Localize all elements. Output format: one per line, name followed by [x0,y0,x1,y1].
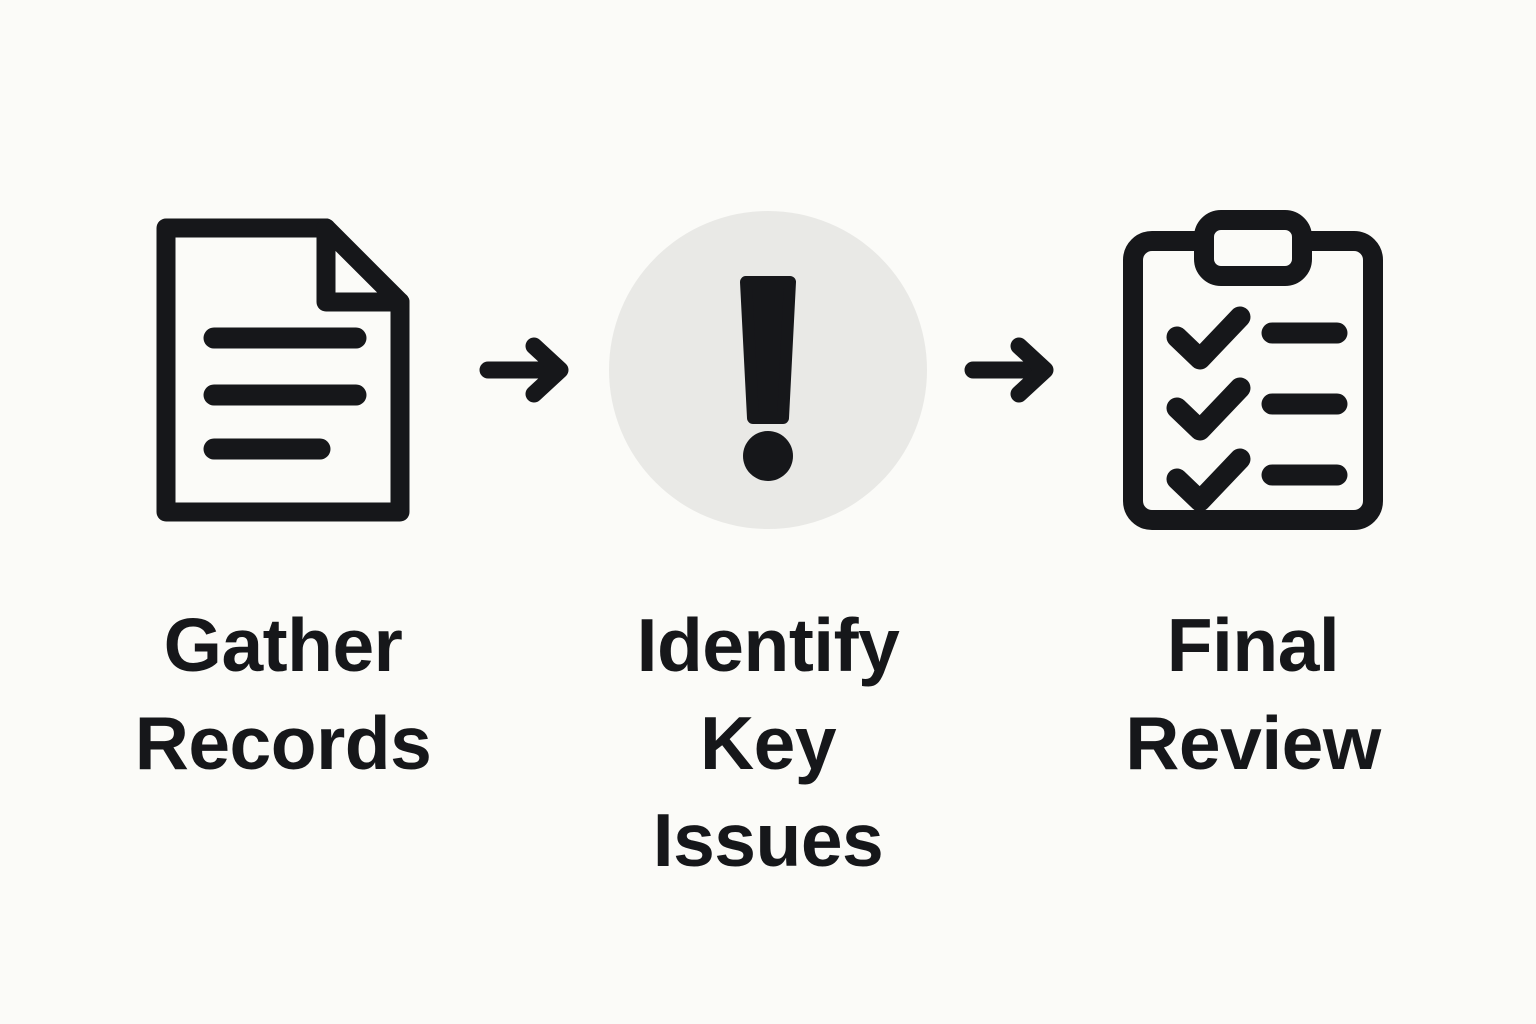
step-label-final-review: Final Review [1125,603,1381,785]
step-icon-wrapper [1122,205,1384,535]
connector-arrow-2 [948,205,1073,535]
step-icon-wrapper [608,205,928,535]
document-lines-icon [148,210,418,530]
step-label-identify-key-issues: Identify Key Issues [636,603,900,882]
step-icon-wrapper [148,205,418,535]
step-final-review[interactable]: Final Review [1073,0,1433,792]
step-identify-key-issues[interactable]: Identify Key Issues [588,0,948,890]
step-gather-records[interactable]: Gather Records [103,0,463,792]
step-label-gather-records: Gather Records [134,603,432,785]
connector-arrow-1 [463,205,588,535]
exclamation-circle-icon [608,210,928,530]
arrow-right-icon [961,335,1061,405]
arrow-right-icon [476,335,576,405]
clipboard-checklist-icon [1122,209,1384,531]
